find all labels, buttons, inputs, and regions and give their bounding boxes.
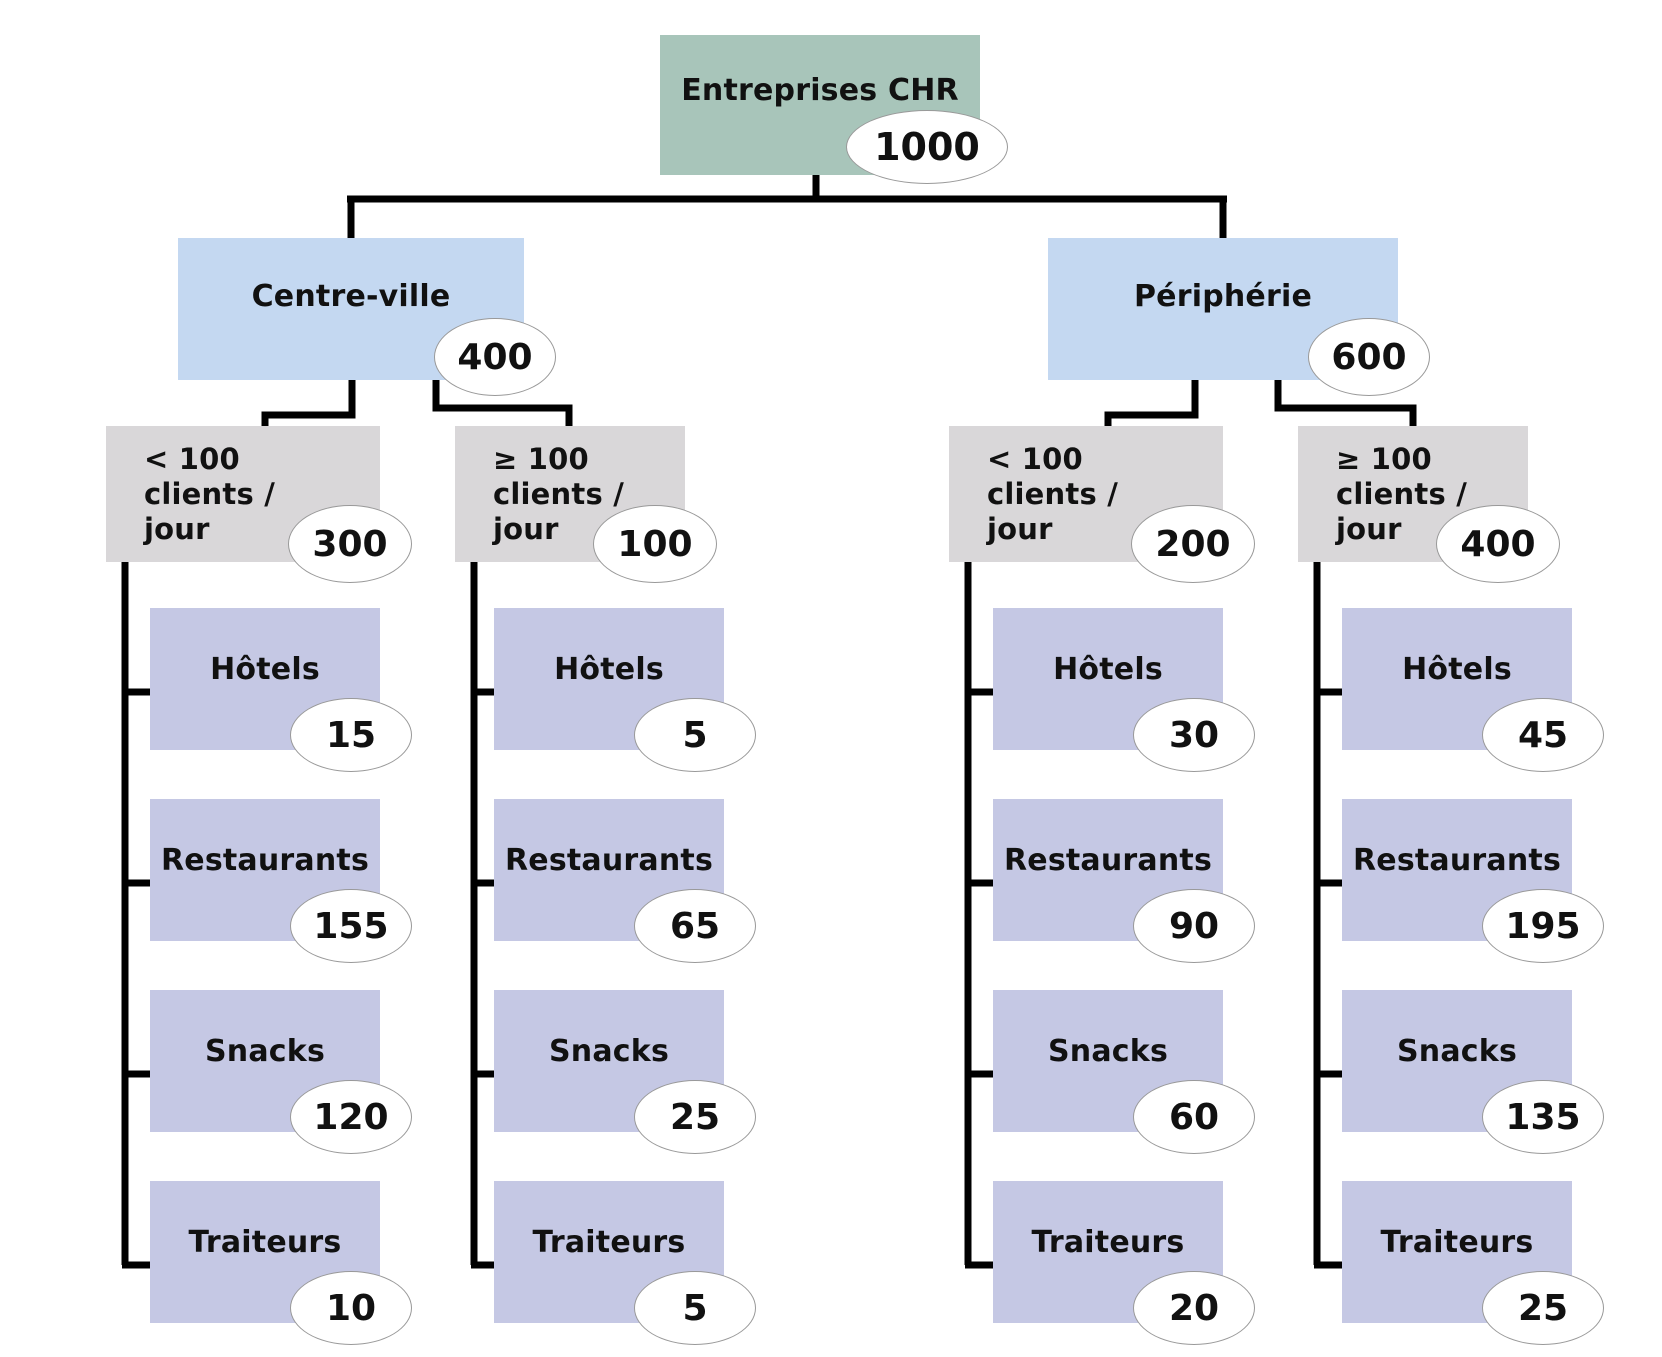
value-badge: 120 xyxy=(290,1080,412,1154)
value-badge: 30 xyxy=(1133,698,1255,772)
value-badge: 60 xyxy=(1133,1080,1255,1154)
node-col1-snacks: Snacks 120 xyxy=(150,990,412,1154)
value-badge: 100 xyxy=(593,505,717,583)
value-badge: 65 xyxy=(634,889,756,963)
value-badge: 155 xyxy=(290,889,412,963)
node-col4-hotels: Hôtels 45 xyxy=(1342,608,1604,772)
node-col1-traiteurs: Traiteurs 10 xyxy=(150,1181,412,1345)
badge-value: 600 xyxy=(1331,336,1407,378)
connector-column-1 xyxy=(121,558,150,1269)
connector-column-4 xyxy=(1313,558,1342,1269)
badge-value: 400 xyxy=(1460,523,1536,565)
badge-value: 20 xyxy=(1168,1287,1220,1329)
badge-value: 30 xyxy=(1168,714,1220,756)
value-badge: 600 xyxy=(1308,318,1430,396)
value-badge: 400 xyxy=(434,318,556,396)
node-label: < 100 clients / jour xyxy=(987,442,1118,546)
badge-value: 5 xyxy=(682,714,708,756)
node-label: Restaurants xyxy=(504,842,714,878)
connector-column-2 xyxy=(470,558,494,1269)
node-col2-snacks: Snacks 25 xyxy=(494,990,756,1154)
value-badge: 200 xyxy=(1131,505,1255,583)
badge-value: 200 xyxy=(1155,523,1231,565)
value-badge: 45 xyxy=(1482,698,1604,772)
value-badge: 15 xyxy=(290,698,412,772)
node-label: Snacks xyxy=(205,1033,325,1069)
node-col3-snacks: Snacks 60 xyxy=(993,990,1255,1154)
badge-value: 1000 xyxy=(874,125,980,169)
badge-value: 135 xyxy=(1505,1096,1581,1138)
node-label: Périphérie xyxy=(1133,278,1312,314)
node-col2-traiteurs: Traiteurs 5 xyxy=(494,1181,756,1345)
connector-column-3 xyxy=(964,558,993,1269)
node-col2-restaurants: Restaurants 65 xyxy=(494,799,756,963)
value-badge: 10 xyxy=(290,1271,412,1345)
connector-districts-to-segments xyxy=(261,376,1417,428)
node-label: Restaurants xyxy=(160,842,370,878)
node-label: Snacks xyxy=(1397,1033,1517,1069)
badge-value: 155 xyxy=(313,905,389,947)
value-badge: 5 xyxy=(634,1271,756,1345)
badge-value: 300 xyxy=(312,523,388,565)
node-col2-hotels: Hôtels 5 xyxy=(494,608,756,772)
value-badge: 5 xyxy=(634,698,756,772)
node-peripherie: Périphérie 600 xyxy=(1048,238,1430,396)
badge-value: 100 xyxy=(617,523,693,565)
node-ge-100-clients-1: ≥ 100 clients / jour 100 xyxy=(455,426,717,583)
value-badge: 1000 xyxy=(846,110,1008,184)
node-label: Snacks xyxy=(549,1033,669,1069)
badge-value: 60 xyxy=(1168,1096,1220,1138)
badge-value: 45 xyxy=(1517,714,1569,756)
badge-value: 10 xyxy=(325,1287,377,1329)
value-badge: 20 xyxy=(1133,1271,1255,1345)
node-label: Hôtels xyxy=(554,651,664,687)
node-col3-traiteurs: Traiteurs 20 xyxy=(993,1181,1255,1345)
node-centre-ville: Centre-ville 400 xyxy=(178,238,556,396)
node-col4-restaurants: Restaurants 195 xyxy=(1342,799,1604,963)
node-lt-100-clients-2: < 100 clients / jour 200 xyxy=(949,426,1255,583)
node-label: Traiteurs xyxy=(188,1224,342,1260)
badge-value: 120 xyxy=(313,1096,389,1138)
node-label: < 100 clients / jour xyxy=(144,442,275,546)
value-badge: 25 xyxy=(1482,1271,1604,1345)
node-entreprises-chr: Entreprises CHR 1000 xyxy=(660,35,1008,184)
value-badge: 90 xyxy=(1133,889,1255,963)
value-badge: 135 xyxy=(1482,1080,1604,1154)
badge-value: 90 xyxy=(1168,905,1220,947)
node-label: Traiteurs xyxy=(532,1224,686,1260)
badge-value: 15 xyxy=(325,714,377,756)
node-col3-restaurants: Restaurants 90 xyxy=(993,799,1255,963)
node-label: Restaurants xyxy=(1003,842,1213,878)
node-label: ≥ 100 clients / jour xyxy=(1336,442,1467,546)
node-col1-hotels: Hôtels 15 xyxy=(150,608,412,772)
value-badge: 25 xyxy=(634,1080,756,1154)
node-label: Traiteurs xyxy=(1031,1224,1185,1260)
badge-value: 25 xyxy=(1517,1287,1569,1329)
node-label: Restaurants xyxy=(1352,842,1562,878)
badge-value: 25 xyxy=(669,1096,721,1138)
node-col3-hotels: Hôtels 30 xyxy=(993,608,1255,772)
value-badge: 300 xyxy=(288,505,412,583)
node-label: Hôtels xyxy=(1053,651,1163,687)
value-badge: 400 xyxy=(1436,505,1560,583)
badge-value: 65 xyxy=(669,905,721,947)
node-lt-100-clients-1: < 100 clients / jour 300 xyxy=(106,426,412,583)
node-col4-traiteurs: Traiteurs 25 xyxy=(1342,1181,1604,1345)
badge-value: 5 xyxy=(682,1287,708,1329)
node-label: Centre-ville xyxy=(251,278,451,314)
node-label: ≥ 100 clients / jour xyxy=(493,442,624,546)
badge-value: 400 xyxy=(457,336,533,378)
node-label: Traiteurs xyxy=(1380,1224,1534,1260)
node-label: Entreprises CHR xyxy=(681,72,959,108)
connector-root-to-districts xyxy=(347,173,1227,240)
node-ge-100-clients-2: ≥ 100 clients / jour 400 xyxy=(1298,426,1560,583)
node-col1-restaurants: Restaurants 155 xyxy=(150,799,412,963)
badge-value: 195 xyxy=(1505,905,1581,947)
value-badge: 195 xyxy=(1482,889,1604,963)
node-label: Snacks xyxy=(1048,1033,1168,1069)
node-col4-snacks: Snacks 135 xyxy=(1342,990,1604,1154)
node-label: Hôtels xyxy=(1402,651,1512,687)
node-label: Hôtels xyxy=(210,651,320,687)
